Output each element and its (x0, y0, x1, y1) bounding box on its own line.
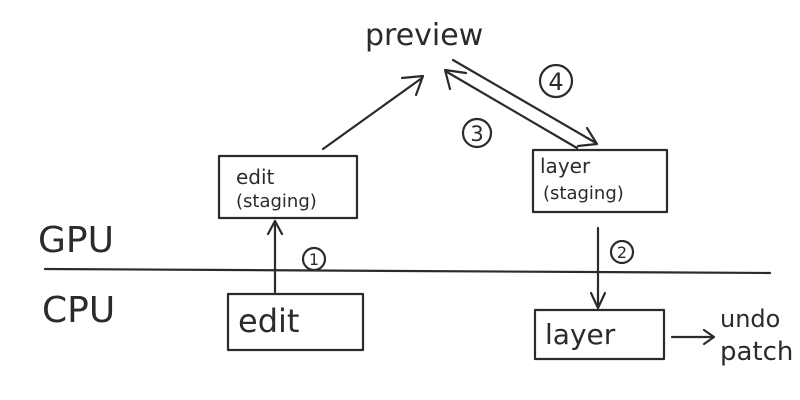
arrow-layer-to-undo-head (702, 328, 716, 346)
svg-text:3: 3 (470, 122, 483, 146)
arrow-layer-to-preview (445, 70, 579, 150)
arrow-edit-upload-head (266, 219, 284, 236)
edit-cpu-label: edit (238, 302, 299, 340)
arrow-layer-to-preview-head (443, 68, 468, 91)
layer-staging-subtitle: (staging) (543, 183, 624, 204)
step-2-badge: 2 (609, 239, 635, 265)
undo-label: undo (720, 305, 780, 333)
patch-label: patch (720, 337, 793, 367)
layer-staging-box: layer (staging) (531, 148, 669, 214)
layer-cpu-label: layer (545, 318, 616, 351)
arrow-preview-to-layer (451, 58, 598, 145)
cpu-label: CPU (42, 290, 115, 331)
edit-staging-title: edit (236, 165, 275, 189)
edit-staging-box: edit (staging) (217, 154, 359, 220)
edit-staging-subtitle: (staging) (236, 191, 317, 212)
arrow-edit-to-preview-head (400, 74, 425, 97)
svg-text:2: 2 (617, 243, 627, 262)
step-3-badge: 3 (461, 117, 493, 149)
gpu-cpu-divider (43, 267, 772, 275)
step-1-badge: 1 (301, 246, 327, 272)
layer-staging-title: layer (540, 154, 591, 178)
step-4-badge: 4 (538, 63, 574, 99)
gpu-label: GPU (38, 220, 114, 261)
arrow-preview-to-layer-head (576, 126, 599, 148)
arrow-edit-to-preview (321, 76, 424, 151)
preview-label: preview (365, 18, 483, 53)
svg-text:4: 4 (548, 68, 563, 96)
svg-text:1: 1 (309, 250, 319, 269)
layer-cpu-box: layer (533, 308, 666, 361)
edit-cpu-box: edit (226, 292, 365, 352)
arrow-layer-download-head (589, 291, 607, 310)
